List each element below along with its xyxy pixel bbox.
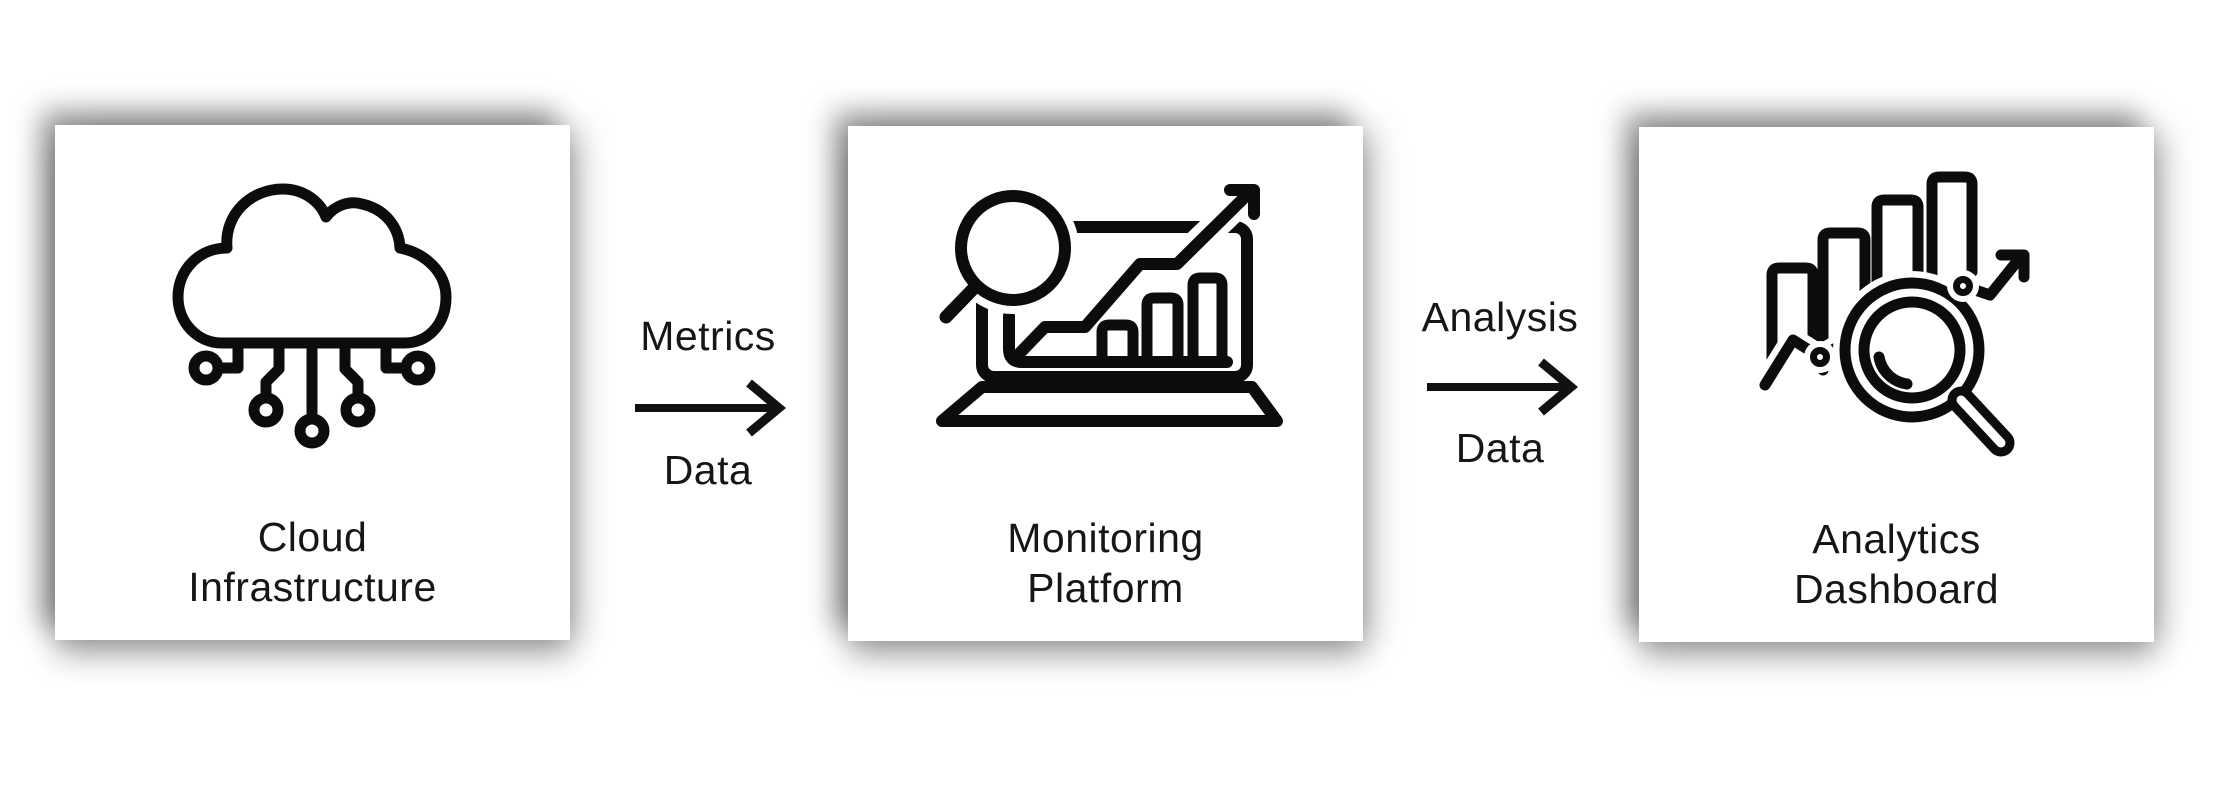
- circuit-node: [248, 392, 284, 428]
- connector-label-bottom: Data: [1455, 425, 1545, 471]
- data-point-dot: [1953, 276, 1973, 296]
- magnifier-handle-inner: [1956, 395, 2006, 448]
- right-arrow-icon: [635, 379, 787, 437]
- cloud-outline: [172, 183, 452, 349]
- node-label-analytics-dashboard: Analytics Dashboard: [1639, 514, 2154, 614]
- cloud-computing-icon: [172, 183, 452, 449]
- magnifier-lens-inner: [1858, 296, 1966, 404]
- node-label-monitoring-platform: Monitoring Platform: [848, 513, 1363, 613]
- chart-bar: [1096, 319, 1139, 368]
- chart-bar: [1141, 292, 1184, 368]
- node-label-cloud-infrastructure: Cloud Infrastructure: [55, 512, 570, 612]
- label-line-2: Platform: [1027, 565, 1184, 611]
- connector-label-bottom: Data: [663, 447, 753, 493]
- magnifier-halo: [1833, 271, 1991, 429]
- connector-analysis-data: Analysis Data: [1400, 280, 1600, 500]
- trend-arrow: [1010, 184, 1260, 363]
- right-arrow-icon: [1427, 358, 1579, 416]
- magnifier-lens-outer: [1839, 277, 1985, 423]
- chart-bar: [1871, 194, 1924, 360]
- circuit-trace: [339, 342, 364, 403]
- monitoring-chart-icon: [936, 176, 1283, 427]
- label-line-2: Dashboard: [1793, 566, 2000, 612]
- chart-bar: [1817, 227, 1871, 376]
- lens-glare-arc: [1873, 351, 1913, 390]
- node-cloud-infrastructure: Cloud Infrastructure: [55, 125, 570, 640]
- connector-label-top: Metrics: [640, 313, 776, 359]
- magnifier-lens: [955, 190, 1071, 306]
- circuit-node: [294, 413, 330, 449]
- connector-metrics-data: Metrics Data: [608, 300, 808, 520]
- analytics-magnifier-icon: [1755, 171, 2030, 457]
- connector-label-top: Analysis: [1421, 294, 1579, 340]
- laptop-base: [936, 381, 1283, 427]
- circuit-node: [188, 350, 224, 386]
- circuit-node: [340, 392, 376, 428]
- circuit-node: [400, 350, 436, 386]
- node-monitoring-platform: Monitoring Platform: [848, 126, 1363, 641]
- label-line-1: Analytics: [1812, 516, 1981, 562]
- magnifier-handle: [939, 280, 982, 324]
- circuit-trace: [217, 342, 244, 374]
- circuit-trace: [260, 342, 285, 403]
- chart-bar: [1766, 262, 1819, 384]
- label-line-1: Cloud: [257, 514, 368, 560]
- data-point-dot: [1810, 347, 1830, 367]
- label-line-1: Monitoring: [1007, 515, 1204, 561]
- label-line-2: Infrastructure: [188, 564, 437, 610]
- circuit-trace: [380, 342, 407, 374]
- node-analytics-dashboard: Analytics Dashboard: [1639, 127, 2154, 642]
- chart-bar: [1187, 272, 1228, 368]
- chart-bar: [1926, 171, 1978, 360]
